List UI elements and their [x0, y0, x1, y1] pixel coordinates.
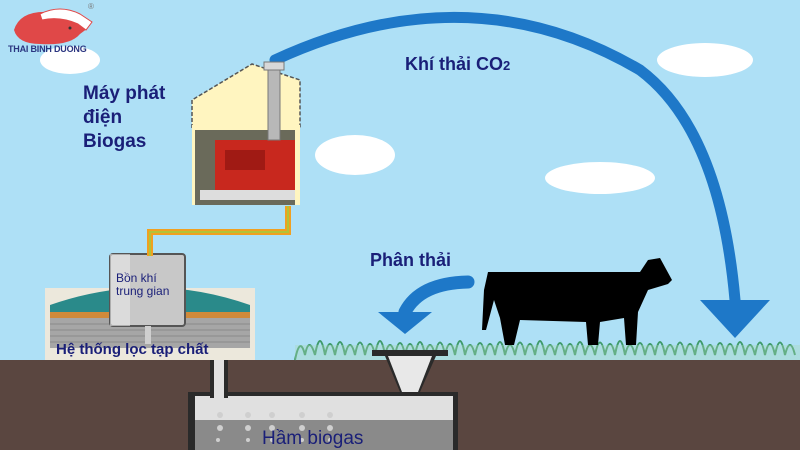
registered-mark: ® [88, 2, 94, 11]
generator-label: Máy phát điện Biogas [83, 83, 166, 152]
clouds [40, 43, 753, 194]
digester-label: Hầm biogas [262, 428, 364, 449]
bubbles [216, 412, 333, 442]
logo: THAI BINH DUONG [8, 44, 87, 54]
cow-silhouette [482, 258, 672, 345]
buffer-tank-label: Bồn khí trung gian [116, 271, 170, 298]
filter-system-label: Hệ thống lọc tạp chất [56, 341, 209, 358]
grass [294, 340, 796, 361]
logo-brand: THAI BINH DUONG [8, 44, 87, 54]
logo-pig-icon [14, 8, 93, 45]
waste-label: Phân thải [370, 250, 452, 270]
co2-label: Khí thải CO2 [405, 54, 511, 74]
